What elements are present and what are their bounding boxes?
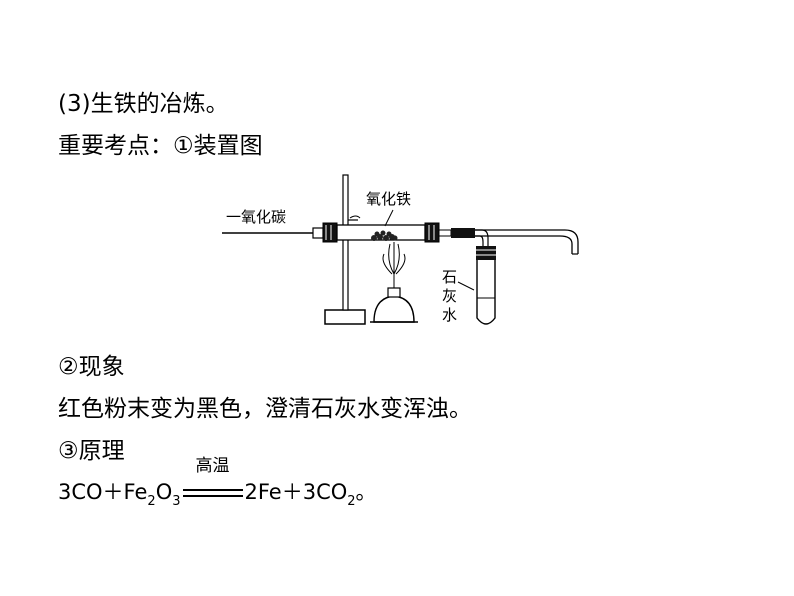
left-stopper: [322, 222, 338, 243]
equation-sub-fe: 2: [147, 494, 156, 509]
phenomenon-title: ②现象: [58, 354, 125, 380]
label-limewater-1: 石: [442, 268, 457, 286]
iron-oxide-powder: [371, 230, 398, 241]
equation-sub-co2: 2: [347, 494, 356, 509]
test-tube-stopper: [476, 246, 496, 260]
reaction-condition: 高温: [181, 456, 245, 506]
condition-high-temperature: 高温: [195, 456, 230, 476]
label-limewater-2: 灰: [442, 287, 457, 305]
principle-title: ③原理: [58, 438, 125, 464]
label-limewater-3: 水: [442, 306, 457, 324]
outlet-tube: [475, 229, 579, 254]
equation-oxide: O: [155, 480, 173, 504]
label-carbon-monoxide: 一氧化碳: [226, 208, 286, 226]
rubber-tube: [451, 228, 475, 238]
alcohol-lamp: [373, 295, 415, 323]
key-points-label: 重要考点：①装置图: [58, 133, 263, 159]
equation-right: 2Fe＋3CO: [244, 480, 348, 504]
equation-end: 。: [355, 480, 377, 504]
right-stopper: [424, 222, 440, 243]
test-tube: [476, 260, 496, 325]
section-heading: (3)生铁的冶炼。: [58, 91, 229, 117]
phenomenon-text: 红色粉末变为黑色，澄清石灰水变浑浊。: [58, 396, 472, 422]
equation-sub-o: 3: [172, 494, 181, 509]
equation-left: 3CO＋Fe: [58, 480, 148, 504]
label-iron-oxide: 氧化铁: [366, 190, 411, 208]
stand-rod: [342, 174, 349, 311]
lamp-flame: [382, 242, 406, 275]
delivery-tube: [475, 229, 489, 310]
apparatus-svg: 一氧化碳 氧化铁: [222, 174, 579, 325]
stand-base: [324, 309, 366, 325]
apparatus-diagram: 一氧化碳 氧化铁: [210, 170, 600, 335]
